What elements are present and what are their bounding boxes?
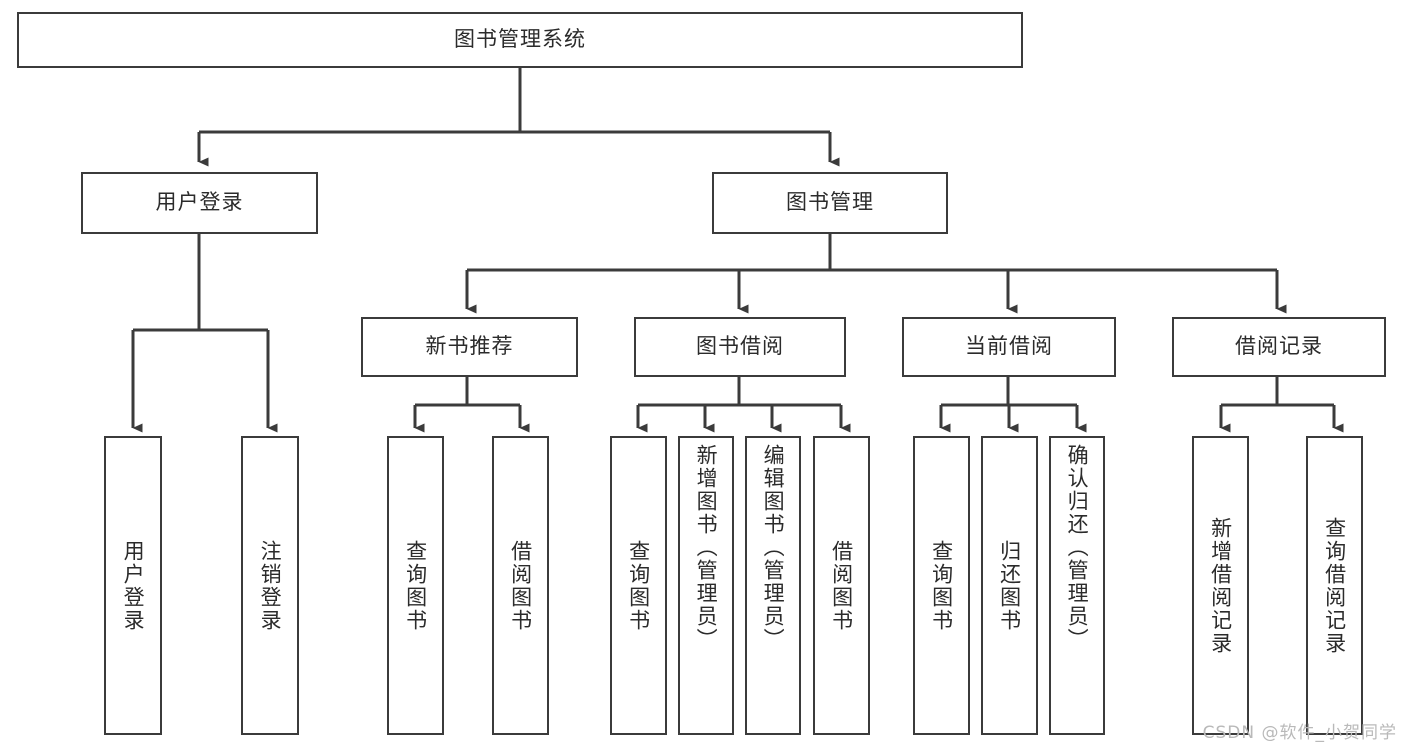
leaf-query-book-recommend[interactable]: 查询图书 [387,436,444,735]
leaf-label: 注销登录 [258,539,283,632]
leaf-user-login[interactable]: 用户登录 [104,436,162,735]
node-label: 用户登录 [155,190,244,215]
leaf-label: 归还图书 [997,539,1022,632]
leaf-label: 查询图书 [929,539,954,632]
node-root-system[interactable]: 图书管理系统 [17,12,1023,68]
node-new-book-recommend[interactable]: 新书推荐 [361,317,578,377]
leaf-label: 借阅图书 [508,539,533,632]
leaf-query-book-current[interactable]: 查询图书 [913,436,970,735]
node-current-borrow[interactable]: 当前借阅 [902,317,1116,377]
leaf-label: 编辑图书（管理员） [761,444,786,651]
leaf-label: 借阅图书 [829,539,854,632]
leaf-borrow-book[interactable]: 借阅图书 [813,436,870,735]
leaf-label: 新增借阅记录 [1208,516,1233,655]
node-book-management[interactable]: 图书管理 [712,172,948,234]
node-label: 图书借阅 [696,334,784,359]
node-label: 当前借阅 [965,334,1053,359]
node-label: 图书管理 [786,190,874,215]
leaf-label: 查询图书 [403,539,428,632]
leaf-logout-login[interactable]: 注销登录 [241,436,299,735]
node-label: 新书推荐 [425,334,514,359]
leaf-add-borrow-record[interactable]: 新增借阅记录 [1192,436,1249,735]
node-label: 图书管理系统 [454,27,586,52]
node-borrow-record[interactable]: 借阅记录 [1172,317,1386,377]
leaf-label: 确认归还（管理员） [1065,444,1090,651]
node-book-borrow[interactable]: 图书借阅 [634,317,846,377]
leaf-query-borrow-record[interactable]: 查询借阅记录 [1306,436,1363,735]
leaf-borrow-book-recommend[interactable]: 借阅图书 [492,436,549,735]
leaf-confirm-return-admin[interactable]: 确认归还（管理员） [1049,436,1105,735]
leaf-label: 查询借阅记录 [1322,516,1347,655]
node-user-login[interactable]: 用户登录 [81,172,318,234]
leaf-label: 用户登录 [121,539,146,632]
leaf-edit-book-admin[interactable]: 编辑图书（管理员） [745,436,801,735]
leaf-label: 新增图书（管理员） [694,444,719,651]
leaf-return-book[interactable]: 归还图书 [981,436,1038,735]
leaf-label: 查询图书 [626,539,651,632]
leaf-add-book-admin[interactable]: 新增图书（管理员） [678,436,734,735]
watermark: CSDN @软件_小贺同学 [1202,723,1397,743]
leaf-query-book-borrow[interactable]: 查询图书 [610,436,667,735]
node-label: 借阅记录 [1235,334,1323,359]
